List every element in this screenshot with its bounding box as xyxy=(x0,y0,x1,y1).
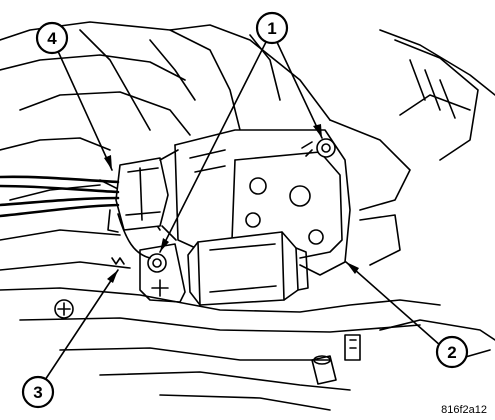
mounting-screw-lower xyxy=(147,253,167,273)
leader-4 xyxy=(56,48,113,171)
leader-3 xyxy=(44,269,119,381)
callout-1-label: 1 xyxy=(267,19,276,38)
callout-4-label: 4 xyxy=(47,29,57,48)
electrical-connector xyxy=(115,149,179,241)
callout-4: 4 xyxy=(35,21,69,55)
actuator-motor xyxy=(187,231,309,306)
callout-2-label: 2 xyxy=(447,343,456,362)
mounting-screw-upper xyxy=(301,138,336,158)
wire-harness xyxy=(0,175,151,265)
callout-3: 3 xyxy=(21,375,55,409)
leader-1-upper xyxy=(275,39,323,139)
leader-1-lower xyxy=(159,41,267,253)
mounting-bracket xyxy=(139,243,186,303)
leader-2 xyxy=(345,261,442,347)
leader-lines xyxy=(44,39,442,381)
housing-screw xyxy=(54,299,74,319)
housing-clips xyxy=(311,334,361,385)
arrowheads xyxy=(104,124,359,283)
callout-3-label: 3 xyxy=(33,383,42,402)
callout-1: 1 xyxy=(255,11,289,45)
figure-code: 816f2a12 xyxy=(441,404,487,416)
actuator-body xyxy=(174,129,351,276)
callout-2: 2 xyxy=(435,335,469,369)
